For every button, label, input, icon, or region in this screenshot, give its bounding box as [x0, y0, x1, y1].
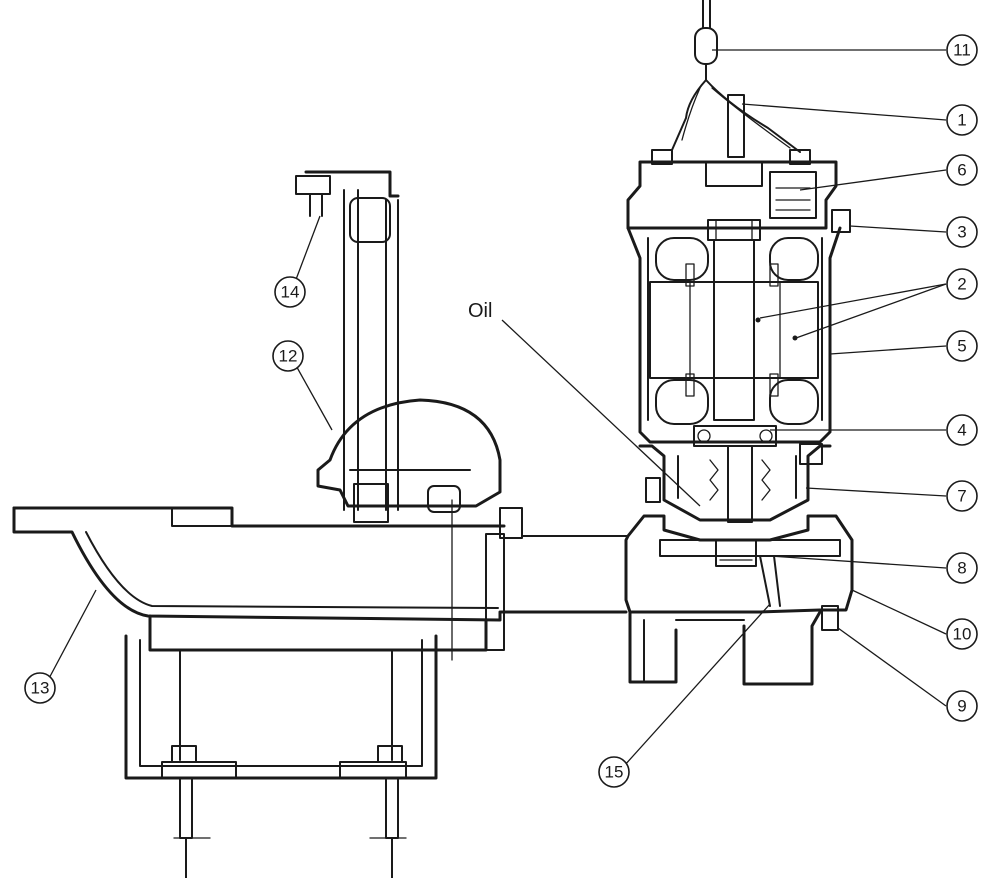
- svg-text:9: 9: [957, 697, 966, 716]
- svg-text:10: 10: [953, 625, 972, 644]
- callout-5: 5: [946, 330, 978, 362]
- lifting-chain: [671, 0, 801, 153]
- svg-text:2: 2: [957, 275, 966, 294]
- callout-2: 2: [946, 268, 978, 300]
- svg-text:14: 14: [281, 283, 300, 302]
- callout-12: 12: [272, 340, 304, 372]
- callout-9: 9: [946, 690, 978, 722]
- callout-13: 13: [24, 672, 56, 704]
- svg-text:1: 1: [957, 111, 966, 130]
- callout-3: 3: [946, 216, 978, 248]
- callout-15: 15: [598, 756, 630, 788]
- callout-11: 11: [946, 34, 978, 66]
- callout-7: 7: [946, 480, 978, 512]
- oil-label: Oil: [468, 300, 492, 322]
- callout-4: 4: [946, 414, 978, 446]
- discharge-assembly: [12, 170, 629, 878]
- callout-10: 10: [946, 618, 978, 650]
- svg-text:13: 13: [31, 679, 50, 698]
- callout-6: 6: [946, 154, 978, 186]
- callout-8: 8: [946, 552, 978, 584]
- svg-text:12: 12: [279, 347, 298, 366]
- svg-text:15: 15: [605, 763, 624, 782]
- motor-pump-unit: [624, 94, 854, 686]
- svg-text:5: 5: [957, 337, 966, 356]
- svg-text:7: 7: [957, 487, 966, 506]
- svg-text:4: 4: [957, 421, 966, 440]
- leader-lines: [45, 49, 947, 767]
- svg-text:11: 11: [953, 41, 971, 60]
- svg-text:6: 6: [957, 161, 966, 180]
- callout-1: 1: [946, 104, 978, 136]
- svg-text:3: 3: [957, 223, 966, 242]
- callout-14: 14: [274, 276, 306, 308]
- svg-text:8: 8: [957, 559, 966, 578]
